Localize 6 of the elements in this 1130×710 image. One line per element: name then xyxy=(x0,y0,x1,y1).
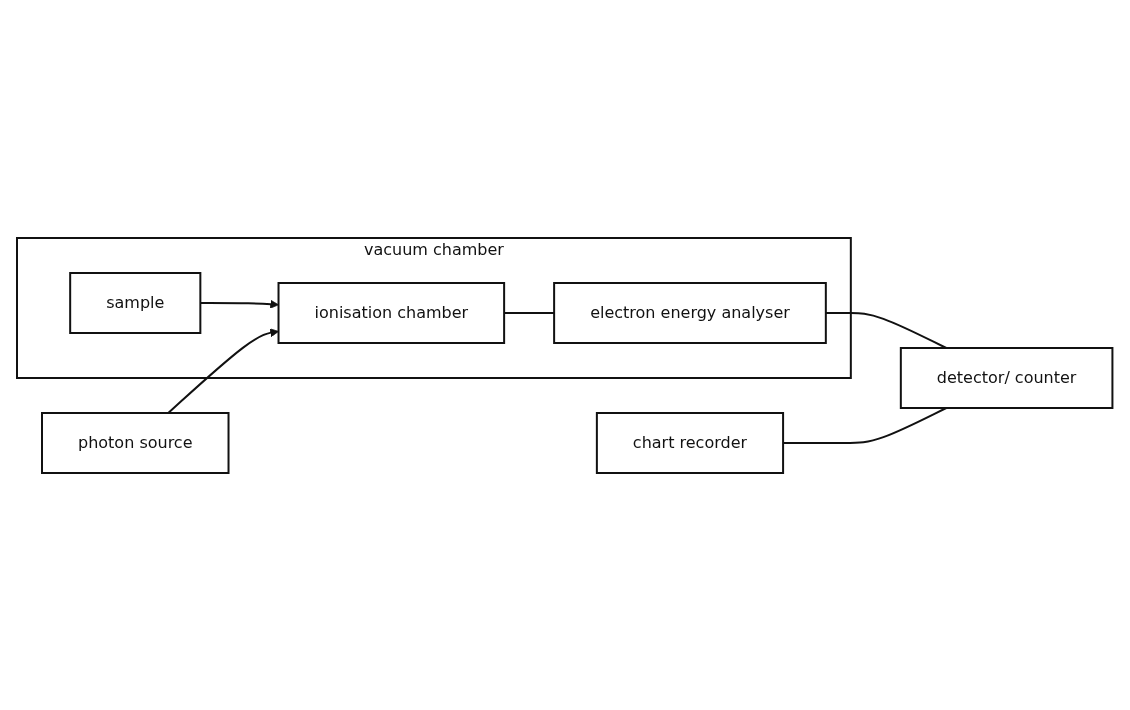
node-box: sample xyxy=(69,271,202,334)
node-box: ionisation chamber xyxy=(277,281,506,344)
node-box: detector/ counter xyxy=(900,346,1114,409)
node-box: photon source xyxy=(41,411,230,474)
node-box: chart recorder xyxy=(596,411,785,474)
node-box: electron energy analyser xyxy=(553,281,828,344)
